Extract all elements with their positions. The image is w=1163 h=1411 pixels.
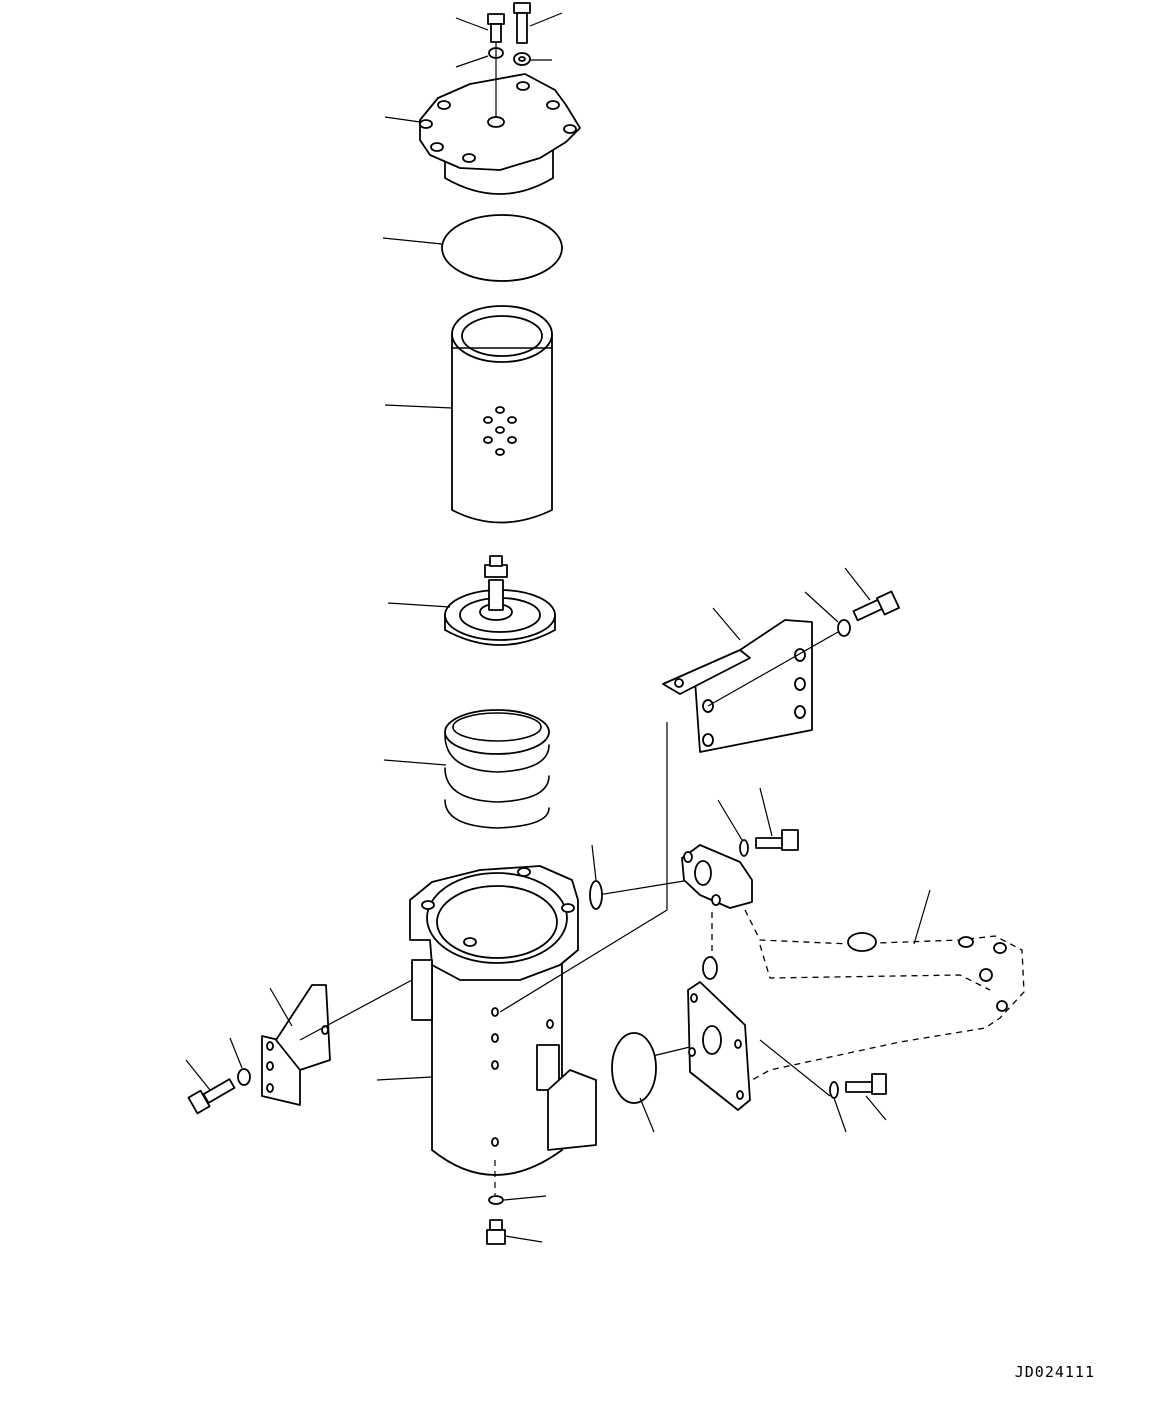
drawing-code: JD024111 xyxy=(1014,1363,1095,1381)
flange-o-ring xyxy=(611,1032,657,1133)
top-washer-right xyxy=(513,52,552,66)
left-bolt xyxy=(185,1037,251,1115)
filter-cover xyxy=(384,42,581,195)
spring xyxy=(383,709,550,829)
relief-valve-assembly xyxy=(387,555,556,646)
top-bolt-right xyxy=(513,2,563,44)
filter-element xyxy=(384,305,553,524)
left-bracket xyxy=(261,979,413,1106)
drain-plug xyxy=(486,1160,547,1245)
pipe-tube xyxy=(702,889,1025,1081)
elbow-bolt xyxy=(717,787,799,857)
top-bolt-left xyxy=(455,13,505,43)
lower-bolt xyxy=(759,1039,887,1133)
upper-bolt xyxy=(804,567,900,637)
cover-o-ring xyxy=(382,214,563,282)
small-o-ring xyxy=(589,844,603,910)
elbow-flange xyxy=(681,844,753,909)
filter-case xyxy=(376,865,597,1176)
upper-bracket xyxy=(662,607,839,753)
lower-flange xyxy=(687,981,751,1111)
